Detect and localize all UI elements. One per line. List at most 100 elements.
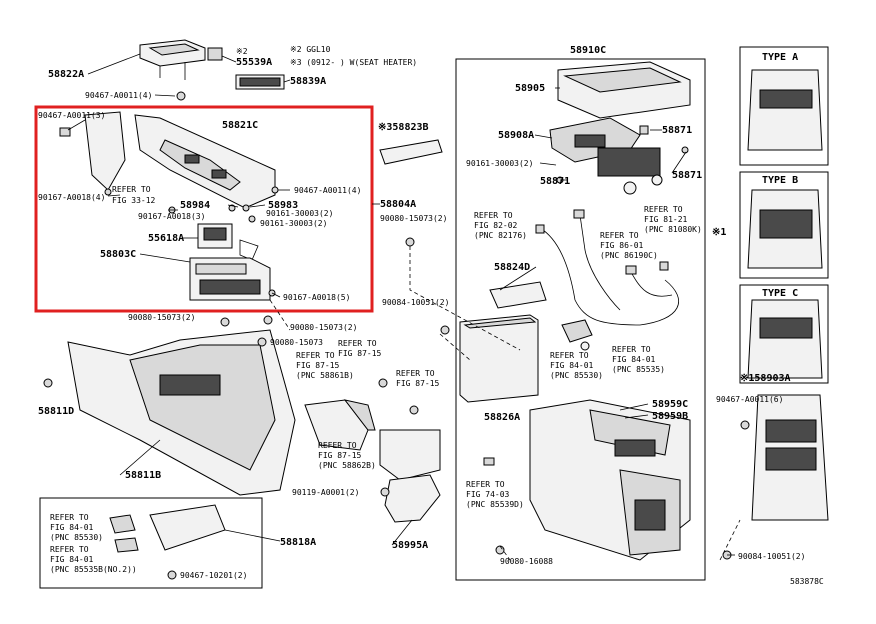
type-labels: TYPE A TYPE B TYPE C [762,52,798,299]
label-refer-81-line3: (PNC 81080K) [644,225,702,234]
label-90080-15073-2-lb: 90080-15073(2) [290,323,357,332]
screw-90467-drawing [59,127,71,137]
label-90467-a0011-3: 90467-A0011(3) [38,111,105,120]
label-58821C: 58821C [222,120,258,131]
label-58871b: 58871 [540,176,570,187]
type-b-label: TYPE B [762,175,798,186]
label-90167-a0018-5: 90167-A0018(5) [283,293,350,302]
clip-55539A-drawing [207,47,223,61]
label-refer-74-line2: FIG 74-03 [466,490,510,499]
module-55618A-drawing [197,223,233,249]
label-58871c: 58871 [672,170,702,181]
switch-cluster-drawing [597,147,663,195]
label-refer-84a-line3: (PNC 85530) [550,371,603,380]
label-58959B: 58959B [652,411,688,422]
highlight-box [34,105,374,313]
label-90467-a0011-4-mid: 90467-A0011(4) [294,186,361,195]
panel-58821C-drawing [134,114,276,209]
label-90467-a0011-4-top: 90467-A0011(4) [85,91,152,100]
wire-drawing [239,239,259,261]
accessory-box [39,497,263,589]
fasteners-drawing [43,91,750,580]
vent-type-c-drawing [747,299,823,379]
label-refer-87d-line3: (PNC 58862B) [318,461,376,470]
label-refer-33-line2: FIG 33-12 [112,196,156,205]
ornament-58823B-drawing [379,139,443,165]
console-group-box [455,58,706,581]
plug-drawing [561,319,593,351]
leader-lines [67,53,735,556]
label-refer-82-line2: FIG 82-02 [474,221,518,230]
label-refer-84c-line2: FIG 84-01 [50,523,94,532]
label-58871a: 58871 [662,125,692,136]
label-90084-10051-2a: 90084-10051(2) [382,298,449,307]
label-refer-84a-line2: FIG 84-01 [550,361,594,370]
label-55618A: 55618A [148,233,184,244]
label-refer-33-line1: REFER TO [112,185,151,194]
label-58910C: 58910C [570,45,606,56]
note2-ggl-label: ※2 GGL10 [290,45,331,54]
label-58995A: 58995A [392,540,428,551]
note2-label: ※2 [236,47,248,56]
label-refer-84d-line2: FIG 84-01 [50,555,94,564]
label-58983: 58983 [268,200,298,211]
bracket-58822A-drawing [139,39,206,80]
label-refer-86-line3: (PNC 86190C) [600,251,658,260]
assembly-lines [269,246,741,561]
label-refer-81-line2: FIG 81-21 [644,215,688,224]
label-90080-15073-lc: 90080-15073 [270,338,323,347]
vent-type-b-drawing [747,189,823,269]
label-90161-30003-2c: 90161-30003(2) [466,159,533,168]
box-58826A-drawing [459,314,539,403]
label-58824D: 58824D [494,262,530,273]
switch-58839A-drawing [235,74,285,90]
label-refer-86-line2: FIG 86-01 [600,241,644,250]
diagram-ref-code: 583878C [790,577,824,586]
label-refer-86-line1: REFER TO [600,231,639,240]
label-refer-87d-line1: REFER TO [318,441,357,450]
label-refer-84b-line2: FIG 84-01 [612,355,656,364]
label-90119-a0001-2: 90119-A0001(2) [292,488,359,497]
note1-label: ※1 [712,227,726,238]
duct-58861B-drawing [304,399,376,451]
label-90167-a0018-3: 90167-A0018(3) [138,212,205,221]
bracket-left-drawing [84,111,126,191]
label-158903A: ※158903A [740,373,791,384]
label-refer-87b-line1: REFER TO [296,351,335,360]
mat-58824D-drawing [489,281,547,309]
console-lower-58811B-drawing [67,329,296,496]
label-refer-74-line1: REFER TO [466,480,505,489]
label-90080-15073-2-la: 90080-15073(2) [128,313,195,322]
lid-58905-drawing [557,61,691,119]
note3-label: ※3 (0912- ) W(SEAT HEATER) [290,58,417,67]
label-58823B: ※358823B [378,122,429,133]
tray-58818A-drawing [109,504,226,553]
label-58905: 58905 [515,83,545,94]
label-refer-87a-line2: FIG 87-15 [338,349,382,358]
label-refer-84d-line3: (PNC 85535B(NO.2)) [50,565,137,574]
label-58804A: 58804A [380,199,416,210]
label-58826A: 58826A [484,412,520,423]
label-58839A: 58839A [290,76,326,87]
type-a-box [739,46,829,166]
part-labels: 58822A 90467-A0011(4) 55539A 58839A 9046… [38,45,824,586]
label-90167-a0018-4: 90167-A0018(4) [38,193,105,202]
label-90080-16088: 90080-16088 [500,557,553,566]
label-58959C: 58959C [652,399,688,410]
label-refer-87b-line3: (PNC 58861B) [296,371,354,380]
label-90467-10201-2: 90467-10201(2) [180,571,247,580]
type-c-label: TYPE C [762,288,798,299]
box-58803C-drawing [189,257,271,301]
label-refer-87d-line2: FIG 87-15 [318,451,362,460]
label-58984: 58984 [180,200,210,211]
label-refer-87b-line2: FIG 87-15 [296,361,340,370]
duct-58862B-drawing [379,429,441,481]
label-refer-84c-line3: (PNC 85530) [50,533,103,542]
label-58811B: 58811B [125,470,161,481]
note-labels: ※2 ※2 GGL10 ※3 (0912- ) W(SEAT HEATER) ※… [236,45,726,238]
vent-type-a-drawing [747,69,823,151]
label-refer-84d-line1: REFER TO [50,545,89,554]
label-90084-10051-2b: 90084-10051(2) [738,552,805,561]
label-90161-30003-2b: 90161-30003(2) [260,219,327,228]
